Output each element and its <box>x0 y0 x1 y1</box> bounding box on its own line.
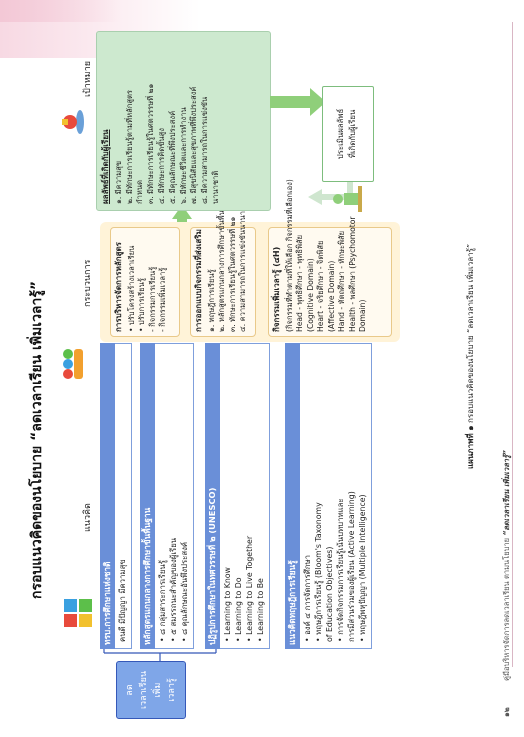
result-item: ๘. มีความสามารถในการแข่งขัน <box>200 96 210 204</box>
ribbon-item: • ทฤษฎีพหุปัญญา (Multiple Intelligence) <box>358 494 367 642</box>
student-figure-icon <box>333 186 362 212</box>
process-card-head: การบริหารจัดการหลักสูตร <box>114 242 123 332</box>
result-item: ๗. มีสุขนิสัยและสุขภาพที่พึงประสงค์ <box>189 86 199 205</box>
page-number: ๑๒ <box>502 707 511 717</box>
result-item: ๒. มีทักษะการเรียนรู้ตามที่หลักสูตร <box>124 90 134 204</box>
concept-box-line: เพิ่ม <box>153 682 163 698</box>
process-item: (กิจกรรมที่ทำตามที่ให้เลือก กิจกรรมที่เล… <box>284 179 294 332</box>
process-card-head: กิจกรรมเพิ่มเวลารู้ (๔H) <box>272 246 281 332</box>
evaluation-line: ประเมินผลลัพธ์ <box>336 108 345 160</box>
ribbon-item: • ๕ สมรรถนะสำคัญของผู้เรียน <box>169 537 178 642</box>
column-head-goal: เป้าหมาย <box>83 60 93 97</box>
process-item: ๑. ทฤษฎีการเรียนรู้ <box>206 269 216 332</box>
concept-ribbon-core-curriculum: หลักสูตรแกนกลางการศึกษาขั้นพื้นฐาน • ๘ ก… <box>140 343 194 649</box>
process-item: Head - พุทธิศึกษา - พุทธิพิสัย <box>295 234 304 332</box>
result-item: ๓. มีทักษะการเรียนรู้ในศตวรรษที่ ๒๑ <box>146 83 156 204</box>
evaluation-box: ประเมินผลลัพธ์ ที่เกิดกับผู้เรียน <box>322 86 374 182</box>
footer-doc-title-emphasis: “ลดเวลาเรียน เพิ่มเวลารู้” <box>502 450 511 536</box>
ribbon-item: of Education Objectives) <box>325 546 334 642</box>
footer-rule <box>512 22 513 667</box>
concept-box: ลด เวลาเรียน เพิ่ม เวลารู้ <box>116 661 186 719</box>
ribbon-item: • การจัดกิจกรรมการเรียนรู้เน้นบทบาทและ <box>336 498 345 642</box>
process-card-4h: กิจกรรมเพิ่มเวลารู้ (๔H) (กิจกรรมที่ทำตา… <box>268 179 392 337</box>
process-card-curriculum: การบริหารจัดการหลักสูตร • ปรับโครงสร้างเ… <box>110 227 180 337</box>
ribbon-body: • ๘ กลุ่มสาระการเรียนรู้ • ๕ สมรรถนะสำคั… <box>155 343 194 649</box>
concept-ribbon-unesco: ปฏิรูปการศึกษาในทศวรรษที่ ๒ (UNESCO) • L… <box>205 343 270 649</box>
ribbon-body: คนดี มีปัญญา มีความสุข <box>115 343 132 649</box>
process-item: ๓. ทักษะการเรียนรู้ในศตวรรษที่ ๒๑ <box>227 216 237 332</box>
ribbon-body: • Learning to Know • Learning to Do • Le… <box>220 343 270 649</box>
result-item: กำหนด <box>135 180 145 204</box>
ribbon-body: • องค์ ๔ การจัดการศึกษา • ทฤษฎีการเรียนร… <box>300 343 372 649</box>
result-to-feedback-arrow <box>270 88 326 116</box>
result-head: ผลลัพธ์ที่เกิดกับผู้เรียน <box>101 129 110 205</box>
ribbon-item: • Learning to Be <box>256 578 265 642</box>
concept-box-line: เวลารู้ <box>167 678 177 702</box>
ribbon-item: • ๘ คุณลักษณะอันพึงประสงค์ <box>180 541 189 642</box>
result-box: ผลลัพธ์ที่เกิดกับผู้เรียน ๑. มีความสุข ๒… <box>96 31 271 211</box>
process-card-head: การออกแบบกิจกรรมที่ส่งเสริม <box>194 229 203 332</box>
ribbon-head: หลักสูตรแกนกลางการศึกษาขั้นพื้นฐาน <box>140 343 155 649</box>
trophy-icon <box>62 110 84 134</box>
ribbon-item: คนดี มีปัญญา มีความสุข <box>118 559 127 642</box>
result-item: ๖. มีทักษะชีวิตและการทำงาน <box>178 107 188 204</box>
result-item: ๔. มีทักษะการคิดขั้นสูง <box>156 128 166 204</box>
ribbon-item: • Learning to Do <box>234 577 243 642</box>
ribbon-head: แนวคิดทฤษฎีการเรียนรู้ <box>285 343 300 649</box>
ribbon-item: • ทฤษฎีการเรียนรู้ (Bloom's Taxonomy <box>314 502 323 642</box>
process-item: Hand - หัตถศึกษา - ทักษะพิสัย <box>337 230 346 332</box>
ribbon-head: ปฏิรูปการศึกษาในทศวรรษที่ ๒ (UNESCO) <box>205 343 220 649</box>
ribbon-item: • Learning to Live Together <box>245 535 254 642</box>
process-card-activity-design: การออกแบบกิจกรรมที่ส่งเสริม ๑. ทฤษฎีการเ… <box>190 196 256 337</box>
process-item: - กิจกรรมการเรียนรู้ <box>147 266 157 332</box>
result-item: ๑. มีความสุข <box>113 160 123 204</box>
process-item: • ปรับโครงสร้างเวลาเรียน <box>126 245 136 332</box>
process-item: - กิจกรรมเพิ่มเวลารู้ <box>158 267 167 332</box>
concept-box-line: ลด <box>125 684 135 696</box>
puzzle-people-icon <box>63 349 83 379</box>
process-item: (Cognitive Domain) <box>305 258 315 332</box>
page-title: กรอบแนวคิดของนโยบาย “ลดเวลาเรียน เพิ่มเว… <box>29 280 45 599</box>
concept-ribbon-learning-theory: แนวคิดทฤษฎีการเรียนรู้ • องค์ ๔ การจัดกา… <box>285 343 372 649</box>
process-item: Domain) <box>358 299 367 332</box>
ribbon-item: • องค์ ๔ การจัดการศึกษา <box>303 554 312 642</box>
process-item: • ปรับการเรียนรู้ <box>137 278 146 332</box>
column-head-concept: แนวคิด <box>83 503 93 532</box>
ribbon-item: • Learning to Know <box>223 567 232 642</box>
corner-decoration-accent <box>0 0 120 22</box>
evaluation-line: ที่เกิดกับผู้เรียน <box>348 109 357 159</box>
puzzle-icon <box>64 599 92 627</box>
figure-caption-label: แผนภาพที่ ๑ <box>466 425 475 470</box>
concept-box-line: เวลาเรียน <box>139 670 149 710</box>
process-item: (Affective Domain) <box>326 260 336 332</box>
process-item: ๒. หลักสูตรแกนกลางการศึกษาขั้นพื้นฐาน <box>217 196 226 333</box>
process-item: Heart - จริยศึกษา - จิตพิสัย <box>316 240 325 332</box>
ribbon-item: • ๘ กลุ่มสาระการเรียนรู้ <box>158 560 167 642</box>
ribbon-item: การมีส่วนร่วมของผู้เรียน (Active Learnin… <box>347 491 356 642</box>
ribbon-head: ทรบ.การศึกษาแห่งชาติ <box>100 343 115 649</box>
process-item: Health - พลศึกษา (Psychomotor <box>347 216 357 332</box>
column-head-process: กระบวนการ <box>83 259 93 307</box>
process-item: ๔. ความสามารถในการแข่งขันนานาชาติ <box>238 196 247 332</box>
figure-caption: แผนภาพที่ ๑ กรอบแนวคิดของนโยบาย “ลดเวลาเ… <box>464 209 477 469</box>
result-item: ๕. มีคุณลักษณะที่พึงประสงค์ <box>167 110 177 204</box>
concept-ribbon-national-education: ทรบ.การศึกษาแห่งชาติ คนดี มีปัญญา มีความ… <box>100 343 132 649</box>
figure-caption-text: กรอบแนวคิดของนโยบาย “ลดเวลาเรียน เพิ่มเว… <box>466 243 475 423</box>
bracket-connector <box>103 647 217 661</box>
result-item: นานาชาติ <box>210 170 220 204</box>
